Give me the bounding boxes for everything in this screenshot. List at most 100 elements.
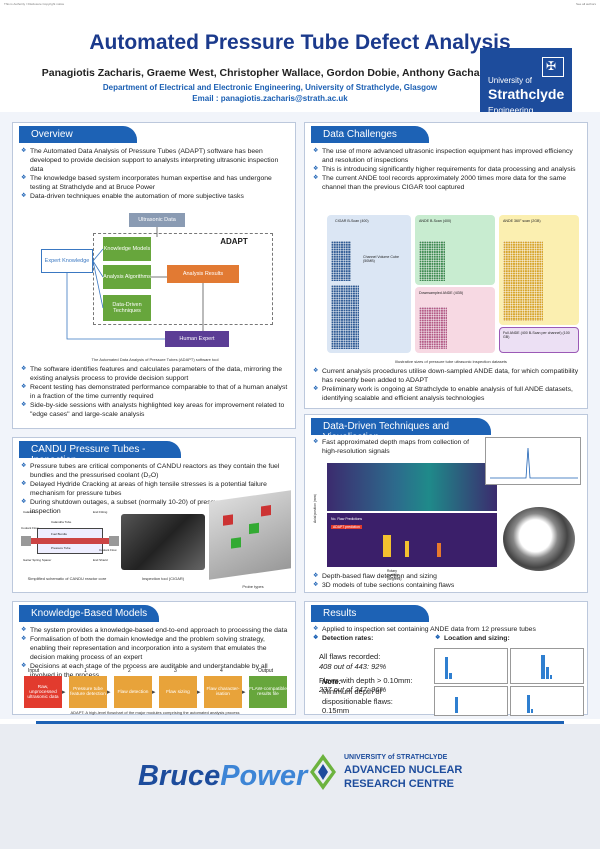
anrc-line2: RESEARCH CENTRE [344, 778, 455, 790]
datadriven-bullet: Depth-based flaw detection and sizing [313, 573, 583, 582]
adapt-diagram: Ultrasonic Data ADAPT Expert Knowledge K… [41, 213, 281, 353]
candu-heading: CANDU Pressure Tubes - Inspection [19, 441, 181, 466]
topline-left: This is Authority / Disclosure Copyright… [4, 2, 65, 6]
anrc-univ: UNIVERSITY of STRATHCLYDE [344, 754, 448, 761]
flaws-recorded-value: 408 out of 443: 92% [319, 661, 387, 671]
candu-bullet: During shutdown outages, a subset (norma… [21, 499, 291, 517]
flow-box: Flaw sizing [159, 676, 197, 708]
footer [0, 724, 600, 849]
diagram-caption: The Automated Data Analysis of Pressure … [91, 357, 219, 362]
overview-bullet: Data-driven techniques enable the automa… [21, 193, 291, 202]
results-bullet: Applied to inspection set containing AND… [313, 626, 583, 635]
flow-arrow-icon: ▸ [242, 689, 246, 696]
inspection-tool-photo [121, 514, 205, 570]
kbm-text: The system provides a knowledge-based en… [21, 627, 291, 681]
flow-arrow-icon: ▸ [62, 689, 66, 696]
flow-box: Flaw character-isation [204, 676, 242, 708]
logo-line2: Strathclyde [488, 86, 565, 102]
overview-bullet: Side-by-side sessions with analysts high… [21, 402, 291, 420]
fig-label-ande-b: ANDE B-Scan (400) [419, 219, 452, 223]
flow-arrow-icon: ▸ [107, 689, 111, 696]
cigar-grid-1 [331, 241, 351, 281]
challenges-bullet: This is introducing significantly higher… [313, 166, 583, 175]
results-heading: Results [311, 605, 429, 622]
datadriven-text-2: Depth-based flaw detection and sizing 3D… [313, 573, 583, 592]
fig-label-volume: Channel Volume Cube (50MB) [363, 255, 399, 263]
fig-label-cigar-b: CIGAR B-Scan (400) [335, 219, 369, 223]
candu-panel: CANDU Pressure Tubes - Inspection Pressu… [12, 437, 296, 593]
downsample-grid [419, 307, 447, 349]
datadriven-bullet: Fast approximated depth maps from collec… [313, 439, 483, 457]
bruce-power-logo: BrucePower [138, 760, 307, 793]
flow-arrow-icon: ▸ [152, 689, 156, 696]
kbm-bullet: Decisions at each stage of the process a… [21, 663, 291, 681]
schem-label: Fuel Bundle [51, 532, 68, 536]
expert-knowledge-box: Expert Knowledge [41, 249, 93, 273]
kbm-heading: Knowledge-Based Models [19, 605, 159, 622]
signal-plot [490, 447, 578, 479]
depth-map-top [327, 463, 497, 511]
result-histogram-2 [510, 648, 584, 684]
datadriven-heading: Data-Driven Techniques and Visualisation [311, 418, 491, 443]
end-fitting-right [109, 536, 119, 546]
probe-green [249, 522, 259, 535]
flaw-mark [405, 541, 409, 557]
anrc-mark-icon [310, 754, 336, 790]
signal-inset [485, 437, 581, 485]
overview-bullet: The software identifies features and cal… [21, 366, 291, 384]
power-word: Power [220, 760, 308, 792]
candu-bullet: Delayed Hydride Cracking at areas of hig… [21, 481, 291, 499]
result-histogram-3 [434, 686, 508, 716]
fig-label-downsampled: Downsampled ANDE (4GB) [419, 291, 464, 295]
probe-green [231, 537, 241, 549]
analysis-results-box: Analysis Results [167, 265, 239, 283]
schem-label: End Shield [93, 558, 108, 562]
flaws-depth-value: 237 out of 247: 96% [319, 685, 387, 695]
challenges-bullet: Current analysis procedures utilise down… [313, 368, 583, 386]
dataset-caption: Illustrative sizes of pressure tube ultr… [395, 359, 507, 364]
kbm-bullet: Formalisation of both the domain knowled… [21, 636, 291, 662]
kbm-bullet: The system provides a knowledge-based en… [21, 627, 291, 636]
overview-bullet: The Automated Data Analysis of Pressure … [21, 148, 291, 174]
data-driven-box: Data-Driven Techniques [103, 295, 151, 321]
map-ylabel: Axial position (mm) [313, 494, 317, 523]
pressure-tube-shape [31, 538, 109, 544]
datadriven-text: Fast approximated depth maps from collec… [313, 439, 483, 457]
human-expert-box: Human Expert [165, 331, 229, 347]
location-sizing-label: Location and sizing: [435, 635, 545, 644]
flaws-depth-label: Flaws with depth > 0.10mm: [319, 675, 413, 685]
department: Department of Electrical and Electronic … [102, 83, 438, 92]
flow-caption: ADAPT: A high-level flowchart of the maj… [70, 710, 240, 715]
anrc-line1: ADVANCED NUCLEAR [344, 764, 463, 776]
results-note: Note: Minimum depth of dispositionable f… [322, 677, 422, 716]
location-sizing: Location and sizing: [435, 635, 545, 644]
flow-box: Pressure tube feature detection [69, 676, 107, 708]
schem-label: Coolant Flow [99, 548, 117, 552]
challenges-bullet: The use of more advanced ultrasonic insp… [313, 148, 583, 166]
logo-line3: Engineering [488, 105, 534, 115]
email[interactable]: Email : panagiotis.zacharis@strath.ac.uk [192, 94, 348, 103]
note-title: Note: [322, 677, 342, 686]
probes-caption: Probe types [242, 584, 264, 589]
detection-rates: Detection rates: [313, 635, 423, 644]
adapt-boundary [93, 233, 273, 325]
end-fitting-left [21, 536, 31, 546]
topline: This is Authority / Disclosure Copyright… [4, 2, 596, 6]
full-ande-grid [503, 241, 543, 321]
kbm-panel: Knowledge-Based Models The system provid… [12, 601, 296, 715]
challenges-panel: Data Challenges The use of more advanced… [304, 122, 588, 409]
flaws-recorded: All flaws recorded: 408 out of 443: 92% … [319, 652, 429, 695]
tube-3d-model [503, 507, 575, 571]
adapt-label: ADAPT [220, 237, 248, 247]
flaw-mark [437, 543, 441, 557]
schem-label: Calandria Tube [51, 520, 72, 524]
flow-box: Flaw detection [114, 676, 152, 708]
schem-label: Pressure Tube [51, 546, 71, 550]
topline-right: See all authors [575, 2, 596, 6]
cigar-grid-2 [331, 285, 359, 349]
schem-label: Coolant Flow [21, 526, 39, 530]
schematic-caption: Simplified schematic of CANDU reactor co… [27, 576, 107, 581]
candu-bullet: Pressure tubes are critical components o… [21, 463, 291, 481]
overview-bullet: Recent testing has demonstrated performa… [21, 384, 291, 402]
